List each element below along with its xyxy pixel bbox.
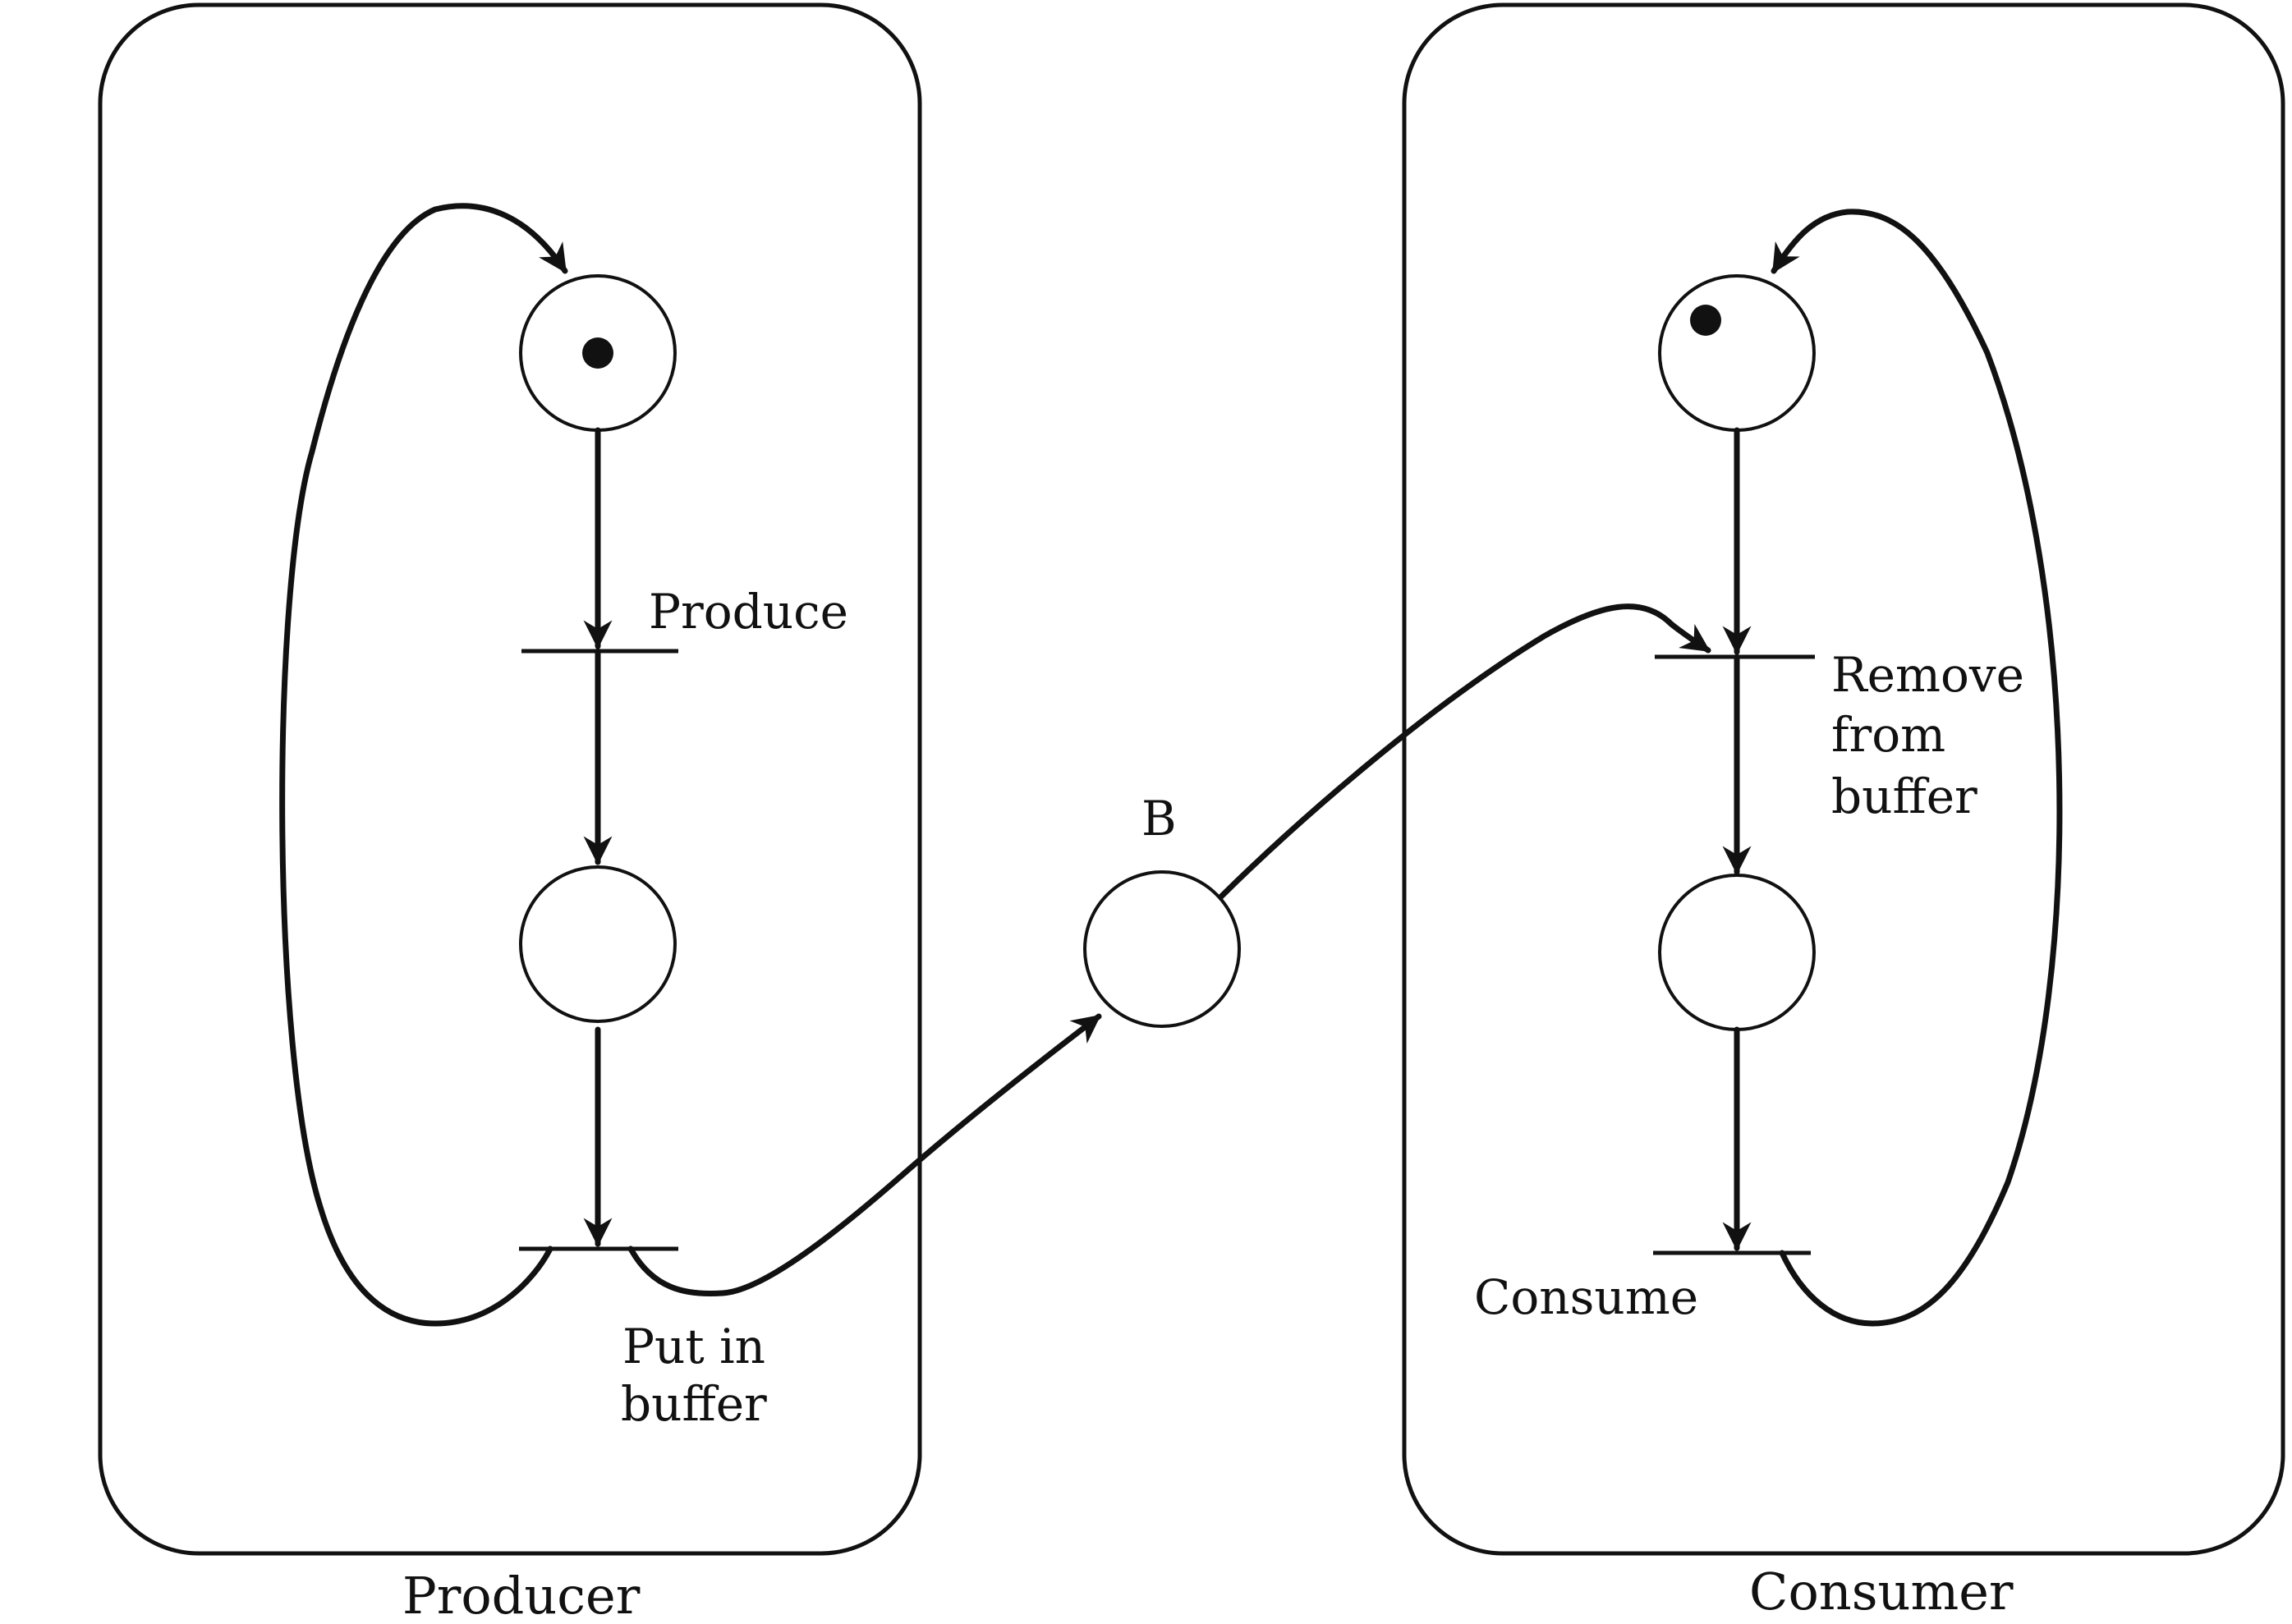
- remove-label-line1: Remove: [1831, 647, 2024, 703]
- consumer-token: [1690, 305, 1721, 336]
- put-in-buffer-label-line2: buffer: [621, 1376, 767, 1432]
- produce-label: Produce: [649, 584, 848, 640]
- buffer-label: B: [1141, 791, 1177, 846]
- arc-put-to-buffer: [627, 1013, 1102, 1297]
- consume-label: Consume: [1474, 1269, 1698, 1325]
- arc-put-return-loop: [279, 203, 568, 1327]
- remove-label-line3: buffer: [1831, 768, 1977, 824]
- consumer-caption: Consumer: [1749, 1562, 2014, 1620]
- producer-caption: Producer: [402, 1566, 641, 1620]
- producer-token: [582, 337, 613, 369]
- put-in-buffer-label-line1: Put in: [622, 1319, 765, 1374]
- buffer-place: [1083, 870, 1241, 1028]
- producer-box: [98, 2, 922, 1556]
- remove-label-line2: from: [1831, 707, 1945, 763]
- arc-consume-return-loop: [1771, 209, 2063, 1327]
- arc-buffer-to-remove: [1218, 603, 1711, 900]
- consumer-item-place: [1658, 874, 1816, 1031]
- producer-item-place: [519, 865, 677, 1023]
- consumer-ready-place: [1658, 274, 1816, 432]
- consumer-box: [1402, 2, 2285, 1556]
